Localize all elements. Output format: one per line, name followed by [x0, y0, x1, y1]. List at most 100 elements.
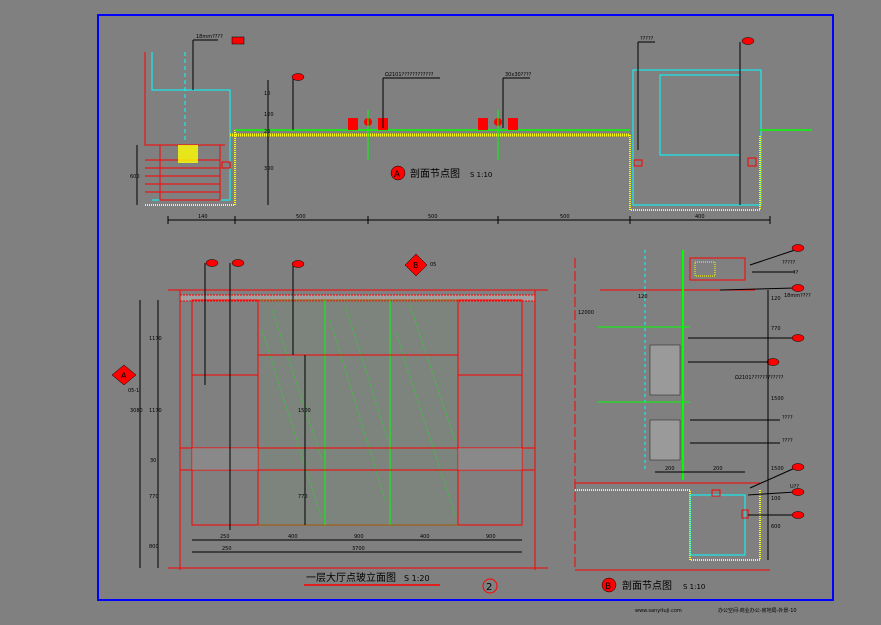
secb-v4: 1500	[771, 396, 784, 402]
dim-a-b4: 500	[560, 214, 570, 220]
elev-scale: S 1:20	[404, 574, 430, 583]
secb-callout-3: 18mm????	[784, 293, 811, 299]
dim-a-b1: 140	[198, 214, 208, 220]
elev-marker-b	[404, 253, 428, 277]
secb-yellow-edge	[575, 489, 761, 561]
spider-fittings	[348, 118, 518, 130]
dim-a-v3: 20	[264, 129, 270, 135]
secb-callout-4: Ω2101????????????	[735, 375, 784, 381]
dim-a-v4: 300	[264, 166, 274, 172]
elev-title: 一层大厅点玻立面图	[306, 571, 396, 584]
elev-marker-a-sub: 05-1	[128, 388, 139, 394]
secb-hatch	[711, 489, 721, 497]
left-yellow-edge	[145, 130, 236, 206]
secb-v7: 600	[771, 524, 781, 530]
dim-a-b3: 500	[428, 214, 438, 220]
secb-hatch-2	[741, 509, 749, 519]
dim-ticks-a	[167, 216, 771, 224]
dim-a-b2: 500	[296, 214, 306, 220]
elev-marker-a-letter: A	[121, 371, 127, 380]
right-room-inner	[659, 74, 741, 156]
secb-v3: 770	[771, 326, 781, 332]
elev-dim-c2: 770	[298, 494, 308, 500]
left-stair-lines	[145, 159, 220, 193]
callout-bubbles-a	[231, 36, 755, 81]
elev-dim-outer-val: 3080	[130, 408, 143, 414]
secb-top-yellow	[694, 261, 716, 277]
elev-dim-l1: 1170	[149, 336, 162, 342]
secb-v5: 1500	[771, 466, 784, 472]
section-b-marker	[601, 577, 617, 593]
elev-inner-frame	[191, 299, 523, 526]
section-b-title: 剖面节点图	[622, 579, 672, 592]
secb-callout-2: ??	[793, 270, 799, 276]
callout-bubbles-elev	[205, 259, 305, 268]
elev-dim-b1: 250	[220, 534, 230, 540]
elev-dim-l5: 800	[149, 544, 159, 550]
secb-v1: 120	[771, 296, 781, 302]
elev-dim-b2: 400	[288, 534, 298, 540]
leaders-secb	[688, 249, 796, 516]
elev-dim-b4: 400	[420, 534, 430, 540]
secb-h2: 200	[713, 466, 723, 472]
secb-callout-7: U??	[790, 484, 799, 490]
elev-dim-l4: 770	[149, 494, 159, 500]
callout-a-1: 18mm????	[196, 34, 223, 40]
secb-top-box	[689, 257, 746, 281]
secb-fitting-2	[649, 419, 681, 461]
footer-website: www.sanyituji.com	[635, 608, 682, 614]
elev-number-circle	[482, 578, 498, 594]
secb-fitting-1	[649, 344, 681, 396]
elev-marker-a	[111, 364, 137, 386]
elev-dim-b6: 250	[222, 546, 232, 552]
drawing-frame	[97, 14, 834, 601]
elevation: 1170 1170 30 770 800 3080 1500 770 250 4…	[111, 253, 548, 594]
leaders-elev	[204, 263, 294, 530]
secb-callout-5: ????	[782, 415, 793, 421]
elev-dim-c1: 1500	[298, 408, 311, 414]
right-room-outline	[632, 69, 762, 206]
left-yellow-block	[178, 145, 198, 163]
leaders-a	[192, 39, 741, 205]
elev-dim-l3: 30	[150, 458, 156, 464]
left-wall-outline	[151, 52, 231, 201]
secb-base-box	[689, 494, 746, 556]
elev-dim-l2: 1170	[149, 408, 162, 414]
elev-marker-b-letter: B	[413, 261, 419, 270]
elev-dim-total: 3700	[352, 546, 365, 552]
callout-bubbles-secb	[766, 244, 805, 519]
secb-v6: 100	[771, 496, 781, 502]
section-b-marker-letter: B	[605, 582, 611, 592]
dim-a-left: 600	[130, 174, 140, 180]
right-hatch-box-2	[747, 157, 757, 167]
secb-top-label: 12000	[578, 310, 594, 316]
elev-number: 2	[486, 582, 492, 593]
secb-v2: 120	[638, 294, 648, 300]
left-hatch-box	[221, 161, 231, 169]
callout-a-4: ?????	[640, 36, 654, 42]
section-b-scale: S 1:10	[683, 583, 705, 591]
right-yellow-edge	[629, 135, 761, 211]
elev-marker-b-sub: 05	[430, 262, 436, 268]
section-a-scale: S 1:10	[470, 171, 492, 179]
elev-stone-right	[458, 448, 522, 470]
section-a-title: 剖面节点图	[410, 167, 460, 180]
elev-dim-b5: 900	[486, 534, 496, 540]
section-b: ????? ?? 18mm???? Ω2101???????????? ????…	[574, 244, 811, 593]
callout-a-2: Ω2101????????????	[385, 72, 434, 78]
dim-a-b5: 400	[695, 214, 705, 220]
secb-arms	[598, 326, 690, 403]
right-hatch-box	[633, 159, 643, 167]
secb-h1: 200	[665, 466, 675, 472]
elev-stone-left	[192, 448, 258, 470]
section-a-marker	[390, 165, 406, 181]
dim-a-v1: 10	[264, 91, 270, 97]
callout-a-3: 30x30????	[505, 72, 532, 78]
section-a-marker-letter: A	[394, 170, 401, 180]
secb-callout-6: ????	[782, 438, 793, 444]
elev-dim-b3: 900	[354, 534, 364, 540]
dim-a-v2: 120	[264, 112, 274, 118]
section-a: 18mm???? Ω2101???????????? 30x30???? ???…	[130, 34, 812, 224]
footer-path: 办公空间-商业办公-房地局-外景-10	[718, 607, 797, 614]
